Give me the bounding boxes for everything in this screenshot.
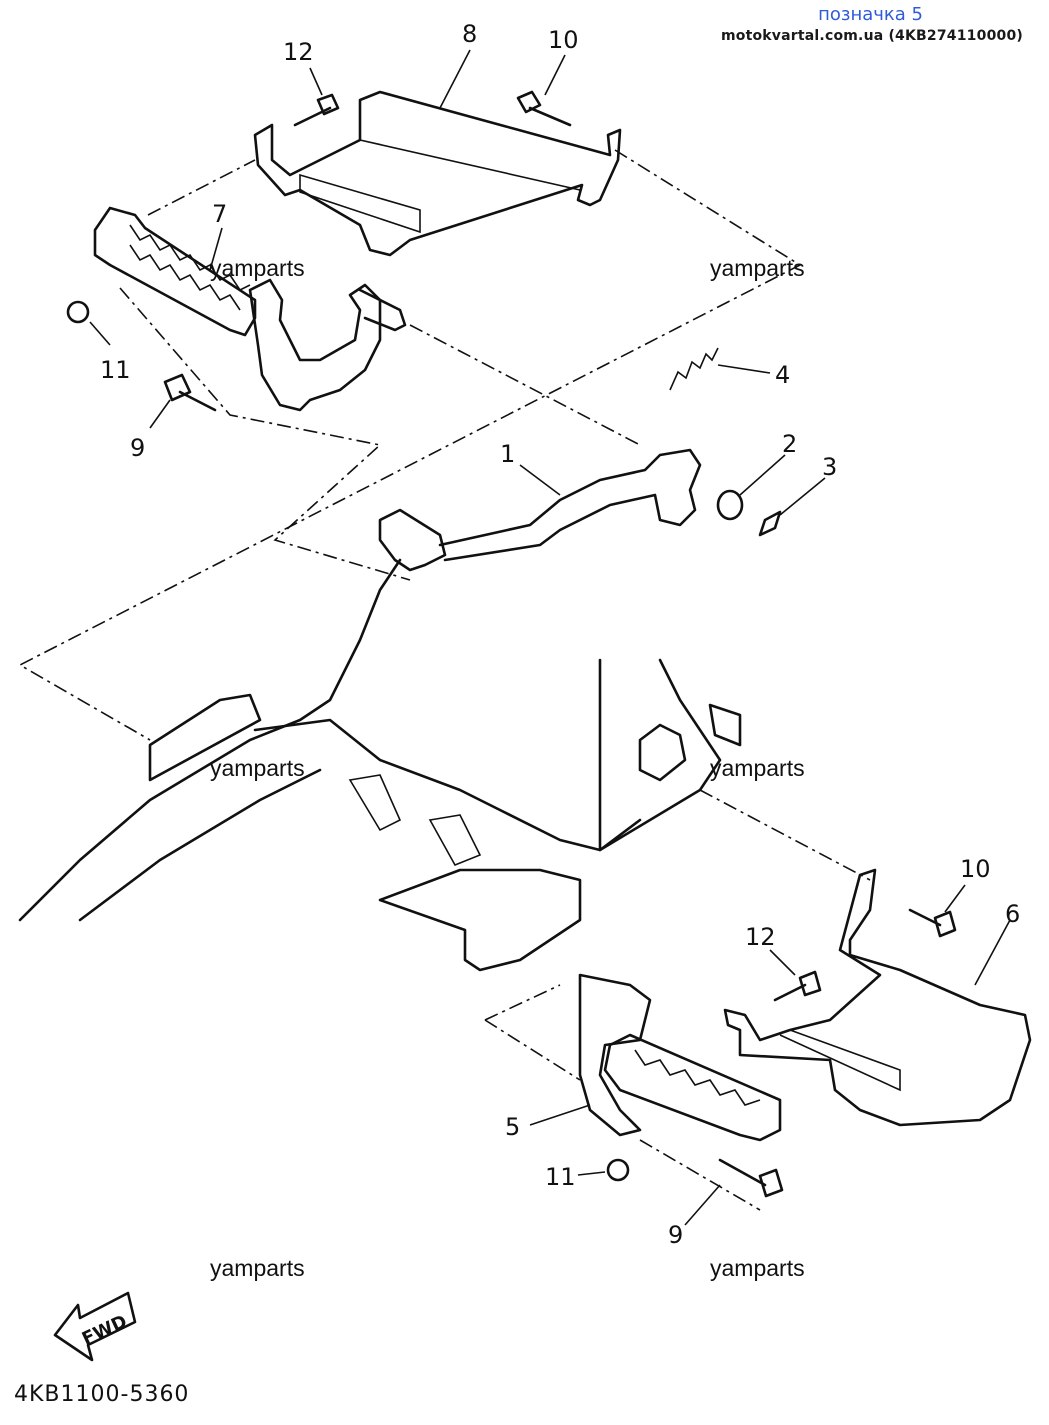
fwd-label: FWD [79, 1311, 131, 1350]
callout-9-upper: 9 [130, 434, 145, 462]
brake-pedal [378, 448, 702, 572]
callout-3: 3 [822, 453, 837, 481]
callout-11-lower: 11 [545, 1163, 576, 1191]
callout-8: 8 [462, 20, 477, 48]
watermark-1: yamparts [210, 255, 305, 281]
watermark-3: yamparts [210, 755, 305, 781]
watermark-2: yamparts [710, 255, 805, 281]
vehicle-frame [18, 558, 742, 972]
callout-11-upper: 11 [100, 356, 131, 384]
leader-lines [89, 49, 1011, 1226]
rear-guard-bracket-lower [723, 868, 1032, 1127]
watermark-6: yamparts [710, 1255, 805, 1281]
callout-5: 5 [505, 1113, 520, 1141]
callout-4: 4 [775, 361, 790, 389]
callout-10-upper: 10 [548, 26, 579, 54]
callout-9-lower: 9 [668, 1221, 683, 1249]
watermark-5: yamparts [210, 1255, 305, 1281]
watermark-4: yamparts [710, 755, 805, 781]
footrest-lower [578, 973, 782, 1142]
footrest-arm-upper [248, 278, 407, 412]
drawing-code: 4KB1100-5360 [14, 1382, 190, 1407]
diagram-title: позначка 5 [818, 4, 923, 25]
callout-12-upper: 12 [283, 38, 314, 66]
rear-guard-bracket-upper [253, 90, 622, 257]
callout-12-lower: 12 [745, 923, 776, 951]
callout-2: 2 [782, 430, 797, 458]
small-hardware [669, 347, 782, 537]
callout-1: 1 [500, 440, 515, 468]
callout-6: 6 [1005, 900, 1020, 928]
diagram-source: motokvartal.com.ua (4KB274110000) [720, 28, 1023, 44]
callout-7: 7 [212, 200, 227, 228]
callout-numbers: 12 8 10 7 11 9 4 2 3 1 10 6 12 5 11 9 [100, 20, 1020, 1249]
callout-10-lower: 10 [960, 855, 991, 883]
page-header: позначка 5 motokvartal.com.ua (4KB274110… [721, 4, 1023, 46]
fasteners [66, 90, 957, 1198]
fwd-arrow: FWD [53, 1291, 137, 1362]
guide-lines [18, 149, 871, 1211]
